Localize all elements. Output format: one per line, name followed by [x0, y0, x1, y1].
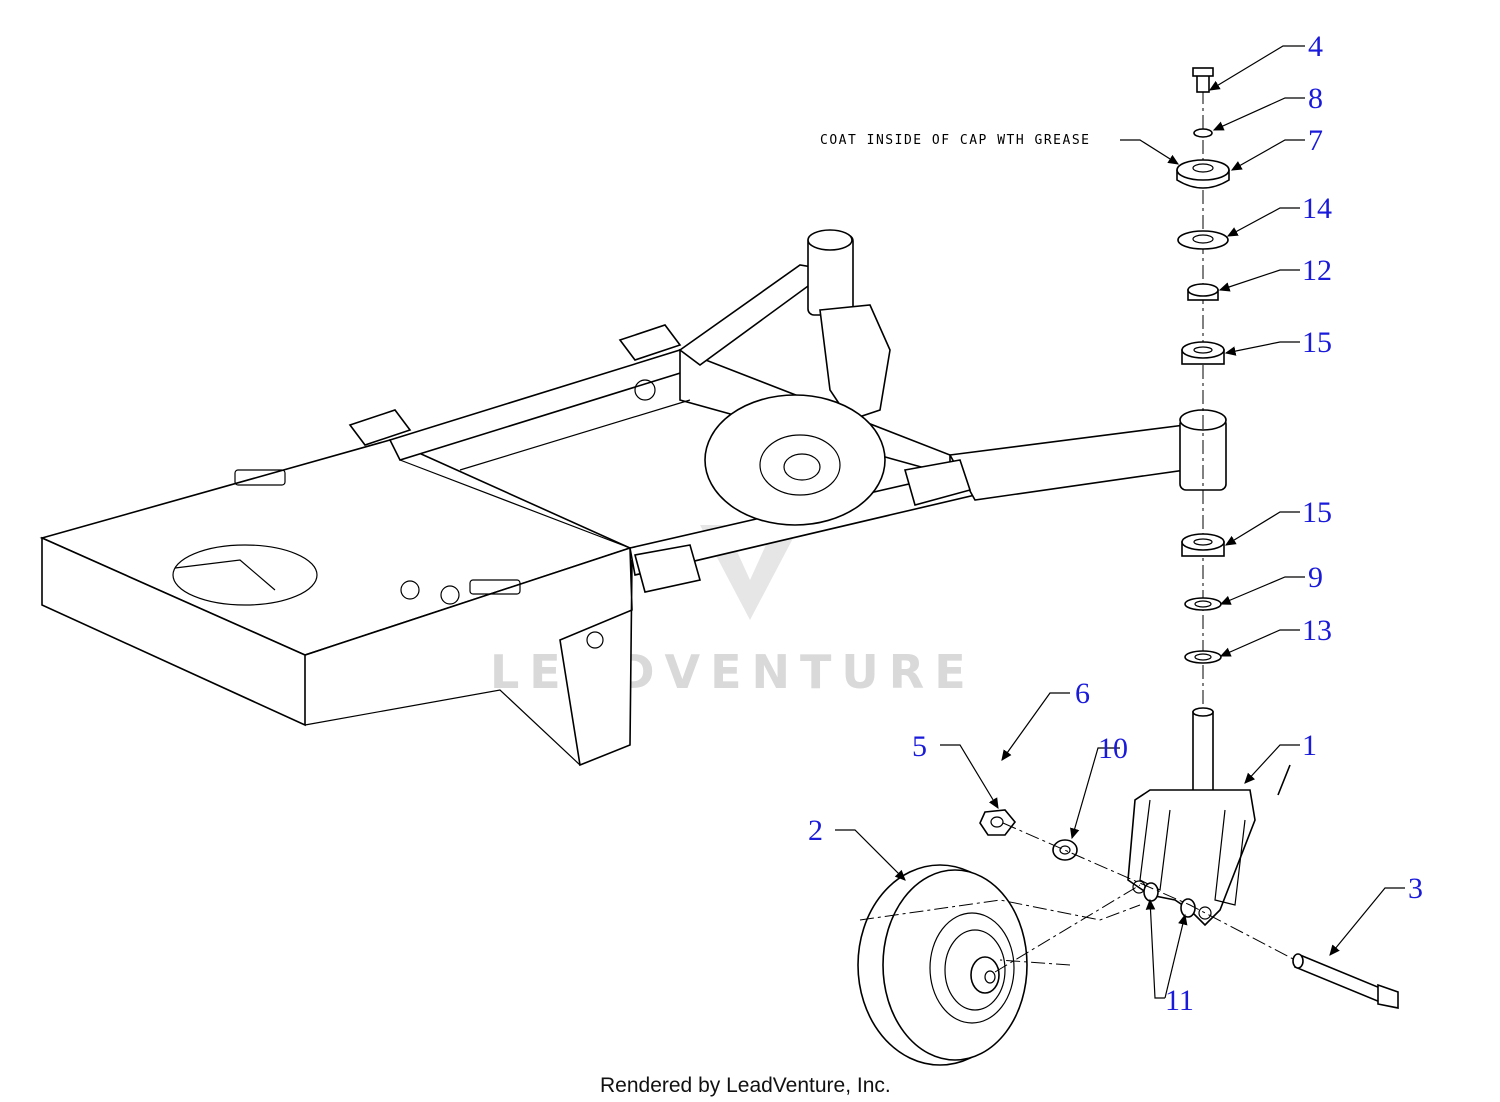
mower-frame	[39, 229, 1227, 767]
callout-2: 2	[808, 814, 823, 847]
part-5-nut	[979, 809, 1017, 836]
credit-text: Rendered by LeadVenture, Inc.	[600, 1074, 891, 1097]
part-2-wheel	[857, 864, 1028, 1066]
callout-5: 5	[912, 730, 927, 763]
callout-14: 14	[1302, 192, 1332, 225]
callout-8: 8	[1308, 82, 1323, 115]
callout-4: 4	[1308, 30, 1323, 63]
part-8-washer	[1193, 128, 1213, 138]
part-14-seal	[1177, 230, 1229, 250]
callout-9: 9	[1308, 561, 1323, 594]
part-13-washer	[1184, 650, 1222, 664]
part-10-washer	[1052, 839, 1078, 861]
callout-12: 12	[1302, 254, 1332, 287]
part-6-cotter-pin	[1277, 764, 1291, 796]
callout-1: 1	[1302, 729, 1317, 762]
callout-7: 7	[1308, 124, 1323, 157]
callout-6: 6	[1075, 677, 1090, 710]
callout-10: 10	[1098, 732, 1128, 765]
callout-15-top: 15	[1302, 326, 1332, 359]
part-7-cap	[1176, 159, 1230, 189]
part-9-washer	[1184, 597, 1222, 611]
part-11-bushing-b	[1180, 898, 1196, 918]
part-3-bolt	[1292, 953, 1399, 1009]
part-15-bearing-top	[1181, 341, 1225, 365]
grease-note: COAT INSIDE OF CAP WTH GREASE	[820, 133, 1090, 148]
callout-13: 13	[1302, 614, 1332, 647]
callouts: 4 8 7 14 12 15 15 9 13 1 3 10 6 5 2 11	[808, 30, 1423, 1017]
part-12-bearing	[1187, 283, 1219, 301]
leader-lines	[835, 45, 1405, 999]
part-4-bolt	[1192, 67, 1214, 93]
callout-3: 3	[1408, 872, 1423, 905]
caster-assembly	[857, 67, 1399, 1066]
part-15-bearing-bottom	[1181, 533, 1225, 557]
callout-15-bottom: 15	[1302, 496, 1332, 529]
callout-11: 11	[1165, 984, 1194, 1017]
